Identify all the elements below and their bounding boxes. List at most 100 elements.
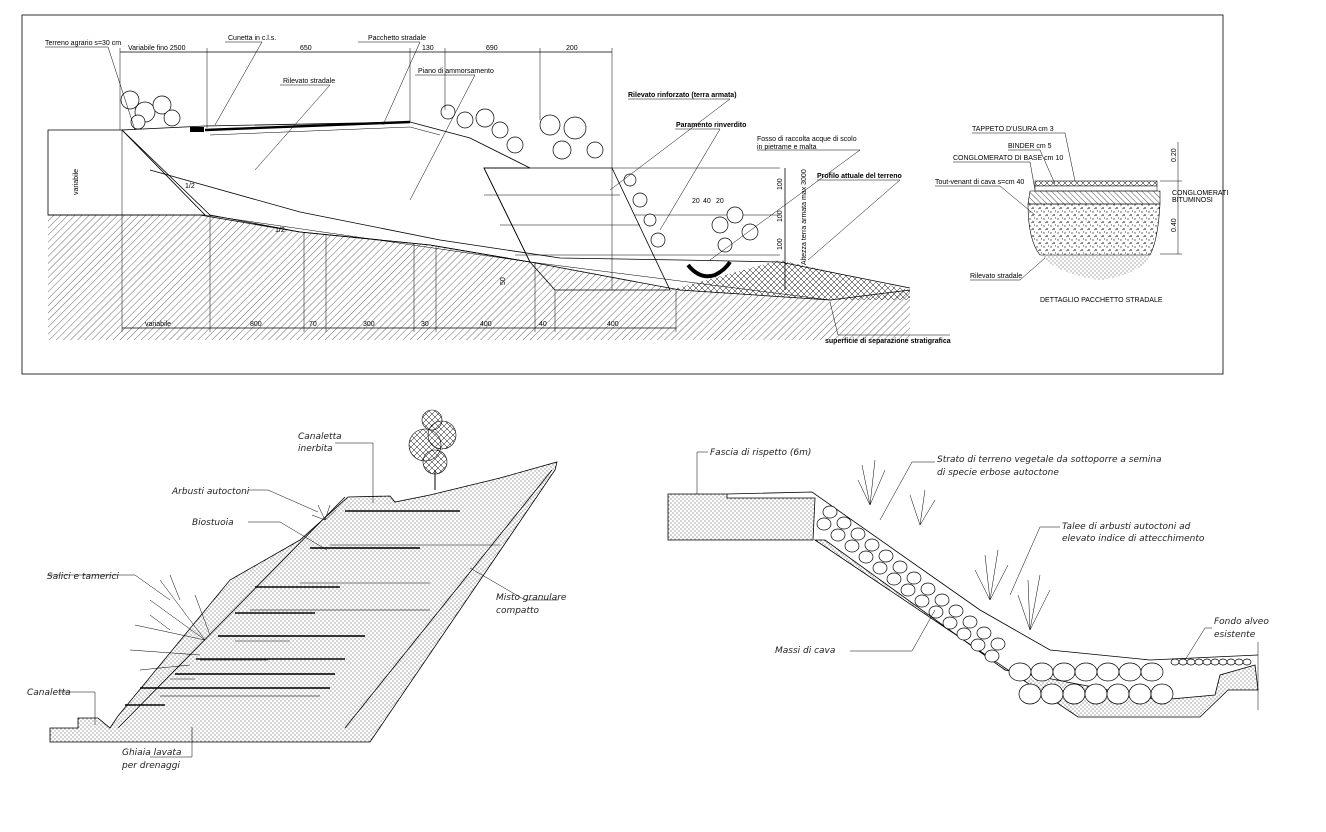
- label-conglomerati: CONGLOMERATI: [1172, 190, 1228, 197]
- boulder: [900, 583, 916, 597]
- existing-ground-hatch: [48, 215, 910, 340]
- boulder: [990, 637, 1006, 651]
- boulder: [1106, 683, 1130, 705]
- boulder: [1074, 662, 1098, 682]
- label-rilevato-stradale: Rilevato stradale: [283, 78, 335, 85]
- label-conglomerati: BITUMINOSI: [1172, 197, 1213, 204]
- dim-label: 70: [309, 321, 317, 328]
- dim-label: 100: [777, 238, 784, 250]
- boulder: [1030, 662, 1054, 682]
- boulder: [858, 550, 874, 564]
- boulder: [1018, 683, 1042, 705]
- boulder: [1178, 658, 1188, 666]
- label-canaletta-inerbita: Canaletta: [298, 432, 342, 442]
- label-paramento: Paramento rinverdito: [676, 122, 746, 129]
- wearing-course-layer: [1034, 180, 1158, 187]
- dim-label: 100: [777, 210, 784, 222]
- label-talee: elevato indice di attecchimento: [1062, 534, 1205, 544]
- boulder: [864, 538, 880, 552]
- boulder: [1194, 658, 1204, 666]
- label-arbusti: Arbusti autoctoni: [171, 487, 250, 497]
- boulder: [1202, 658, 1212, 666]
- label-massi: Massi di cava: [775, 646, 835, 656]
- slope-label: 1/2: [275, 227, 285, 234]
- dim-label: 0.20: [1171, 148, 1178, 162]
- label-binder: BINDER cm 5: [1008, 143, 1052, 150]
- label-canaletta-inerbita: inerbita: [298, 444, 333, 454]
- quarry-boulders: [816, 505, 1252, 705]
- dim-label: Variabile fino 2500: [128, 45, 186, 52]
- dim-label: variabile: [145, 321, 171, 328]
- subgrade-layer: [1040, 255, 1150, 280]
- dimension-ticks: [119, 48, 613, 168]
- detail-title: DETTAGLIO PACCHETTO STRADALE: [1040, 297, 1163, 304]
- concrete-gutter: [190, 127, 204, 132]
- label-cunetta: Cunetta in c.l.s.: [228, 35, 276, 42]
- boulder: [1186, 658, 1196, 666]
- label-salici: Salici e tamerici: [47, 572, 119, 582]
- boulder: [976, 626, 992, 640]
- slope-label: 1/2: [185, 183, 195, 190]
- dim-label: Altezza terra armata max 3000: [801, 169, 808, 265]
- boulder: [942, 616, 958, 630]
- natural-slope-line: [149, 169, 911, 289]
- label-fosso: in pietrame e malta: [757, 144, 817, 151]
- boulder: [906, 571, 922, 585]
- label-superficie-separazione: superficie di separazione stratigrafica: [825, 338, 951, 345]
- label-tappeto: TAPPETO D'USURA cm 3: [972, 126, 1054, 133]
- road-pavement: [204, 120, 411, 132]
- boulder: [914, 594, 930, 608]
- label-rilevato-rinforzato: Rilevato rinforzato (terra armata): [628, 92, 737, 99]
- label-fondo-alveo: Fondo alveo: [1214, 617, 1269, 627]
- dim-label: 30: [421, 321, 429, 328]
- boulder: [970, 638, 986, 652]
- shrub-icon: [120, 90, 181, 130]
- boulder: [1170, 658, 1180, 666]
- label-tout-venant: Tout-venant di cava s=cm 40: [935, 179, 1024, 186]
- boulder: [1140, 662, 1164, 682]
- road-embankment-section: Variabile fino 2500 650 130 690 200 vari…: [21, 14, 1224, 375]
- leader-lines: [696, 451, 1259, 710]
- boulder: [962, 615, 978, 629]
- label-misto-granulare: compatto: [496, 606, 540, 616]
- label-strato-terreno: Strato di terreno vegetale da sottoporre…: [937, 455, 1162, 465]
- label-talee: Talee di arbusti autoctoni ad: [1062, 522, 1191, 532]
- right-ground-hatch: [670, 260, 910, 300]
- dim-label: 400: [607, 321, 619, 328]
- boulder: [1084, 683, 1108, 705]
- boulder: [934, 593, 950, 607]
- reinforced-slope-section: Canaletta inerbita Arbusti autoctoni Bio…: [27, 409, 567, 771]
- boulder: [1234, 658, 1244, 666]
- reinforced-soil-body: [49, 461, 558, 743]
- label-terreno-agrario: Terreno agrario s=30 cm: [45, 40, 121, 47]
- boulder: [892, 560, 908, 574]
- boulder: [844, 539, 860, 553]
- dim-label: 400: [480, 321, 492, 328]
- road-pavement-detail: TAPPETO D'USURA cm 3 BINDER cm 5 CONGLOM…: [935, 126, 1228, 304]
- label-fascia-rispetto: Fascia di rispetto (6m): [710, 448, 811, 458]
- label-fondo-alveo: esistente: [1214, 630, 1256, 640]
- label-pacchetto-stradale: Pacchetto stradale: [368, 35, 426, 42]
- shrub-icon: [440, 104, 524, 154]
- dim-label: 200: [566, 45, 578, 52]
- dim-label: 800: [250, 321, 262, 328]
- boulder: [920, 582, 936, 596]
- binder-layer: [1034, 185, 1158, 192]
- shrub-icon: [711, 206, 759, 253]
- boulder: [830, 528, 846, 542]
- label-biostuoia: Biostuoia: [192, 518, 234, 528]
- cutting-shrub-icon: [857, 459, 1051, 631]
- base-layer: [1027, 190, 1161, 205]
- topsoil-line: [726, 491, 1259, 661]
- dim-label: 690: [486, 45, 498, 52]
- tout-venant-layer: [1027, 203, 1161, 256]
- boulder: [956, 627, 972, 641]
- boulder: [822, 505, 838, 519]
- boulder: [1062, 683, 1086, 705]
- label-strato-terreno: di specie erbose autoctone: [937, 468, 1059, 478]
- boulder: [1052, 662, 1076, 682]
- reinforcement-layers: [484, 194, 660, 256]
- dim-label: 20: [692, 198, 700, 205]
- terrain-profile-line: [48, 214, 911, 301]
- ext-lines: [611, 167, 780, 290]
